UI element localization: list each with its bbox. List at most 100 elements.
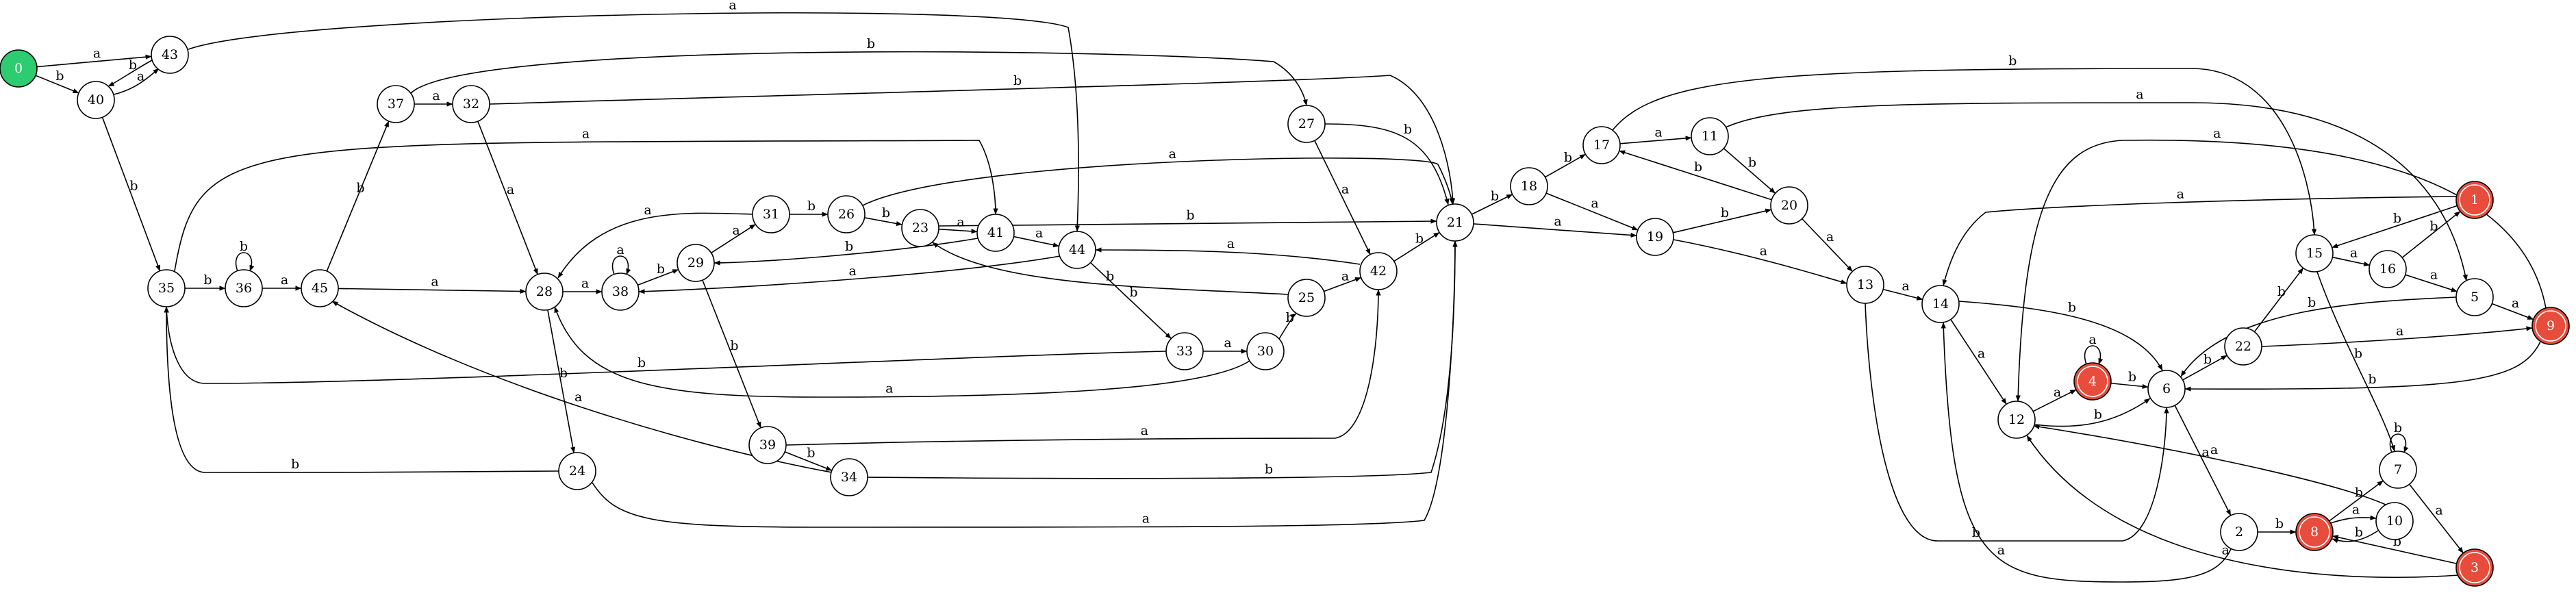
- state-node-25: 25: [1287, 279, 1326, 317]
- state-node-35: 35: [147, 269, 186, 307]
- edge-label-37-to-32: a: [432, 88, 440, 103]
- state-node-22: 22: [2224, 327, 2262, 366]
- state-node-28: 28: [525, 273, 564, 311]
- edge-label-35-to-36: b: [203, 273, 212, 288]
- state-node-2: 2: [2220, 513, 2258, 551]
- state-node-24: 24: [558, 452, 596, 490]
- state-label-32: 32: [463, 97, 479, 112]
- state-circle-25: [1287, 279, 1326, 317]
- state-label-10: 10: [2386, 514, 2403, 529]
- state-node-43: 43: [151, 36, 189, 74]
- edge-15-to-7: [2316, 271, 2396, 452]
- edge-label-41-to-44: a: [1035, 226, 1043, 241]
- state-label-43: 43: [162, 47, 178, 62]
- edge-label-18-to-19: a: [1591, 196, 1598, 211]
- edge-1-to-15: [2332, 205, 2458, 249]
- edge-23-to-41: [938, 228, 978, 234]
- edge-label-45-to-28: a: [431, 275, 438, 290]
- state-label-29: 29: [687, 255, 704, 270]
- state-label-25: 25: [1298, 290, 1315, 305]
- state-circle-38: [601, 273, 640, 311]
- state-circle-41: [976, 214, 1015, 252]
- state-circle-27: [1287, 105, 1326, 143]
- edge-label-32-to-28: a: [507, 182, 514, 197]
- state-label-33: 33: [1176, 344, 1193, 359]
- state-node-4: 4: [2073, 362, 2112, 401]
- state-circle-2: [2220, 513, 2258, 551]
- state-circle-4: [2073, 362, 2112, 401]
- edge-label-34-to-21: b: [1265, 462, 1273, 477]
- edge-14-to-12: [1950, 319, 2007, 405]
- state-label-9: 9: [2547, 318, 2555, 333]
- edge-label-7-to-3: a: [2435, 503, 2442, 518]
- state-circle-30: [1246, 332, 1285, 370]
- edge-label-7-to-7: b: [2394, 420, 2402, 435]
- edge-label-10-to-8: b: [2355, 524, 2363, 540]
- edge-18-to-17: [1545, 153, 1586, 178]
- state-circle-34: [830, 458, 868, 496]
- state-node-18: 18: [1510, 167, 1548, 205]
- state-node-33: 33: [1165, 332, 1204, 370]
- edge-label-12-to-6: b: [2094, 407, 2102, 422]
- state-circle-23: [901, 209, 939, 247]
- state-circle-5: [2455, 278, 2494, 316]
- state-label-21: 21: [1447, 215, 1463, 230]
- state-label-31: 31: [763, 207, 779, 222]
- state-node-15: 15: [2295, 234, 2334, 273]
- edge-label-3-to-12: a: [2222, 542, 2230, 557]
- state-label-23: 23: [912, 220, 929, 236]
- edge-30-to-28: [554, 306, 1250, 398]
- edge-38-to-29: [637, 268, 679, 286]
- edge-label-9-to-12: a: [2213, 126, 2221, 141]
- edge-29-to-31: [711, 223, 756, 254]
- state-circle-39: [748, 426, 787, 464]
- state-node-7: 7: [2379, 451, 2417, 489]
- state-circle-16: [2369, 250, 2407, 288]
- state-label-30: 30: [1257, 344, 1274, 359]
- state-node-41: 41: [976, 214, 1015, 252]
- state-node-31: 31: [752, 195, 790, 233]
- edge-label-26-to-21: a: [1169, 147, 1176, 162]
- edge-label-43-to-44: a: [729, 0, 736, 12]
- edge-39-to-34: [784, 451, 833, 471]
- state-circle-37: [377, 85, 415, 123]
- state-label-8: 8: [2310, 524, 2319, 540]
- state-circle-22: [2224, 327, 2262, 366]
- state-node-13: 13: [1846, 266, 1884, 304]
- edge-label-30-to-25: b: [1286, 310, 1294, 325]
- edge-label-24-to-21: a: [1142, 511, 1150, 526]
- edge-label-39-to-34: b: [807, 446, 815, 461]
- state-label-37: 37: [388, 97, 404, 112]
- state-label-26: 26: [838, 207, 855, 222]
- edge-12-to-6: [2034, 398, 2151, 427]
- state-circle-13: [1846, 266, 1884, 304]
- state-label-42: 42: [1370, 264, 1387, 279]
- edge-2-to-14: [1941, 322, 2232, 583]
- edge-label-17-to-11: a: [1654, 125, 1662, 140]
- state-circle-36: [225, 269, 263, 307]
- edge-3-to-8: [2332, 535, 2457, 564]
- edge-26-to-21: [862, 157, 1454, 206]
- edge-label-29-to-31: a: [732, 223, 740, 238]
- edge-label-2-to-14: a: [1997, 542, 2005, 557]
- state-circle-32: [452, 85, 490, 123]
- edge-label-23-to-41: a: [957, 215, 964, 230]
- edge-label-31-to-26: b: [807, 199, 816, 214]
- edge-43-to-40: [108, 60, 153, 87]
- edge-label-8-to-10: a: [2352, 503, 2360, 518]
- edge-19-to-20: [1673, 208, 1772, 233]
- state-node-1: 1: [2455, 181, 2494, 219]
- edge-26-to-23: [864, 217, 902, 227]
- state-circle-7: [2379, 451, 2417, 489]
- edge-label-35-to-41: a: [582, 126, 590, 141]
- edge-label-6-to-22: b: [2204, 352, 2212, 367]
- edge-label-25-to-23: b: [1106, 269, 1114, 284]
- edge-label-43-to-40: b: [129, 58, 137, 73]
- state-circle-21: [1436, 203, 1474, 242]
- edge-0-to-40: [35, 75, 79, 94]
- state-node-34: 34: [830, 458, 868, 496]
- edge-label-25-to-42: a: [1341, 269, 1349, 284]
- state-label-7: 7: [2394, 462, 2402, 477]
- edge-label-19-to-20: b: [1721, 205, 1729, 220]
